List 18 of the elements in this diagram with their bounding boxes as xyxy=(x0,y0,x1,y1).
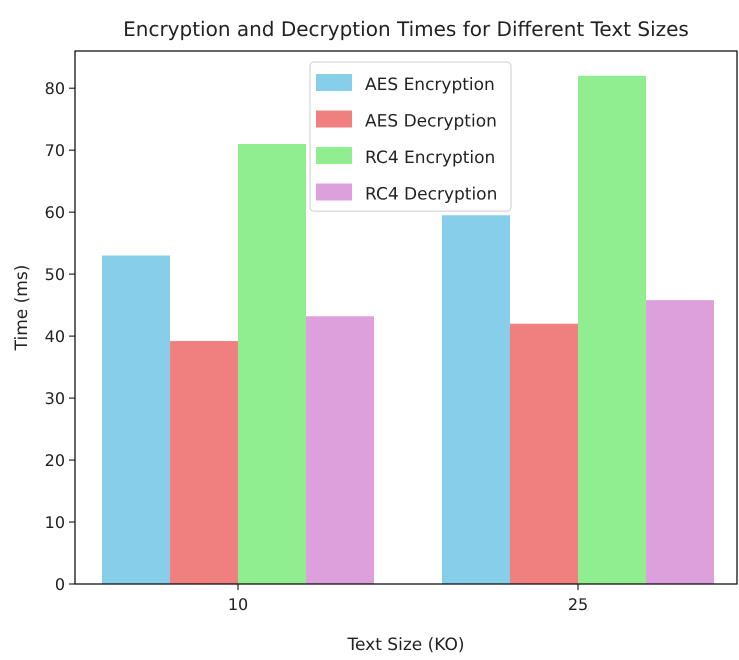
legend-label: RC4 Decryption xyxy=(365,184,498,204)
x-tick-label: 10 xyxy=(228,595,248,614)
y-tick-label: 70 xyxy=(44,141,65,160)
y-tick-label: 10 xyxy=(44,513,65,532)
legend-label: RC4 Encryption xyxy=(365,148,496,168)
y-tick-label: 60 xyxy=(44,203,65,222)
y-tick-label: 30 xyxy=(44,389,65,408)
y-tick-label: 50 xyxy=(44,265,65,284)
y-tick-label: 20 xyxy=(44,451,65,470)
chart-title: Encryption and Decryption Times for Different Text Sizes xyxy=(123,17,689,41)
x-tick-label: 25 xyxy=(568,595,588,614)
x-axis-title: Text Size (KO) xyxy=(348,635,464,655)
legend-label: AES Decryption xyxy=(365,112,497,132)
y-tick-label: 0 xyxy=(54,575,65,594)
legend-label: AES Encryption xyxy=(365,75,495,95)
y-tick-label: 80 xyxy=(44,79,65,98)
y-axis-title: Time (ms) xyxy=(12,264,32,350)
y-tick-label: 40 xyxy=(44,327,65,346)
